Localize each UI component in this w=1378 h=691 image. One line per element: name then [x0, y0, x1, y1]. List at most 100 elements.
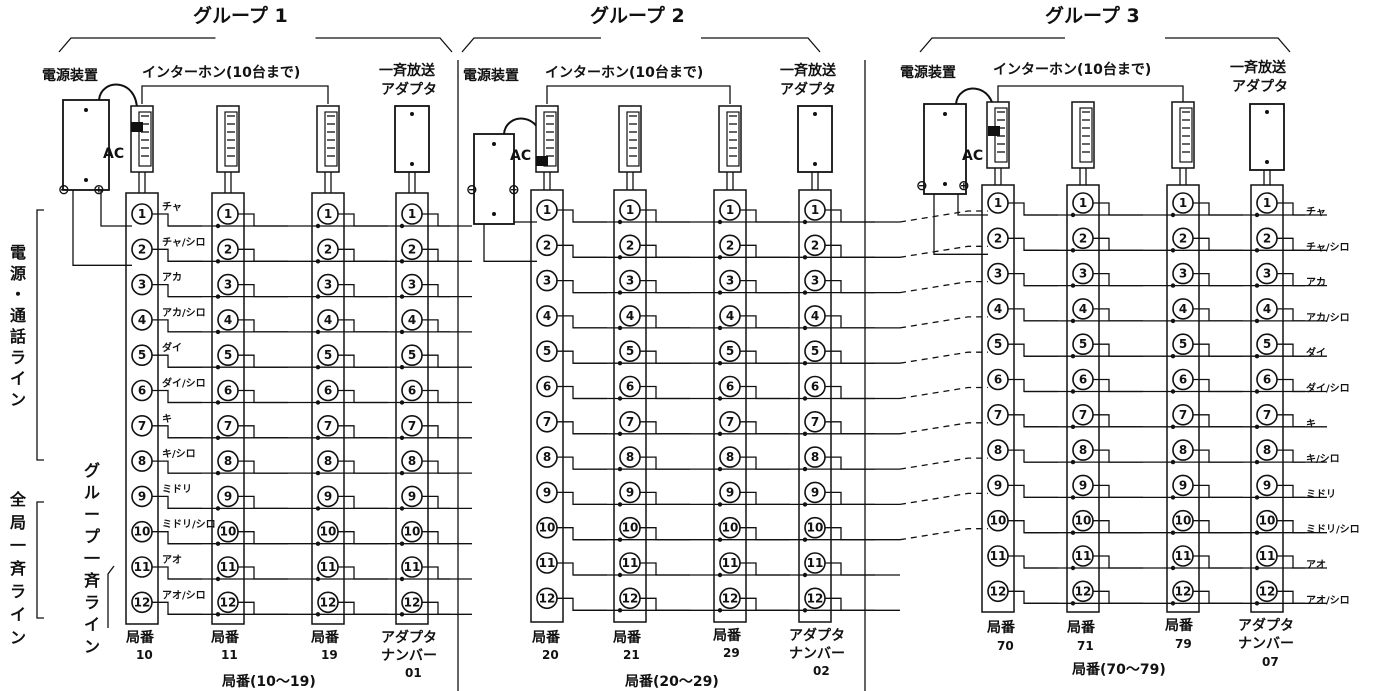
g3-bus-2-node-3 — [1254, 248, 1260, 253]
g1-col4-terminal-label-9: 9 — [408, 489, 416, 503]
g2-psu-screw-bottom — [492, 212, 496, 216]
g1-col4-jumper-6 — [422, 389, 472, 404]
g1-col1-jumper-12 — [152, 601, 202, 615]
g2-col4-jumper-4 — [825, 315, 875, 329]
g3-bus-10-node-2 — [1170, 530, 1176, 535]
g2-bus-3-node-2 — [717, 290, 723, 295]
g3-col1-terminal-label-7: 7 — [994, 408, 1002, 422]
g3-bus-10-node-1 — [1070, 530, 1076, 535]
g3-col4-jumper-8 — [1277, 449, 1327, 463]
g3-col4-terminal-4 — [1256, 298, 1278, 320]
g3-bus-6-node-1 — [1070, 389, 1076, 394]
g1-col4-terminal-2 — [401, 238, 423, 261]
g2-col2-terminal-5 — [619, 340, 641, 363]
g3-col4-terminal-label-7: 7 — [1263, 408, 1271, 422]
g3-col3-jumper-2 — [1193, 237, 1243, 251]
g1-psu-screw-top — [84, 108, 88, 112]
g2-bus-7-node-2 — [717, 431, 723, 436]
g1-wire-color-2: チャ/シロ — [162, 236, 206, 248]
g1-col3-terminal-9 — [317, 485, 339, 508]
g2-col1-jumper-2 — [557, 244, 607, 258]
side-label-group-all-char-2: ル — [84, 483, 100, 502]
g1-col2-terminal-2 — [217, 238, 239, 261]
side-label-group-all-char-6: 斉 — [84, 571, 100, 590]
g3-power-supply — [923, 103, 967, 195]
g2-col2-jumper-4 — [640, 315, 690, 329]
g3-col2-terminal-label-4: 4 — [1079, 302, 1087, 316]
g1-col3-jumper-9 — [338, 495, 388, 510]
g2-col4-jumper-7 — [825, 421, 875, 435]
g2-adapter-screw-top — [813, 112, 817, 116]
g1-col4-terminal-8 — [401, 450, 423, 472]
g1-range-label: 局番(10〜19) — [222, 673, 316, 690]
g3-col1-jumper-4 — [1008, 308, 1058, 322]
group-3-bracket-left — [919, 37, 1065, 53]
g1-psu-minus-lead — [72, 190, 132, 266]
g1-bus-7-node-2 — [315, 435, 321, 440]
g2-col1-terminal-11 — [536, 552, 558, 574]
g1-col1-terminal-label-4: 4 — [138, 313, 146, 327]
g2-col2-jumper-5 — [640, 350, 690, 364]
g3-col3-jumper-7 — [1193, 414, 1243, 428]
g2-col2-jumper-6 — [640, 385, 690, 400]
side-label-all-station-char-2: 局 — [10, 513, 26, 532]
group-1-power-label: 電源装置 — [42, 67, 98, 84]
side-label-all-station-char-1: 全 — [9, 490, 27, 509]
g2-bus-8-node-3 — [802, 466, 808, 472]
g2-col2-jumper-3 — [640, 279, 690, 294]
g2-col4-terminal-label-2: 2 — [811, 238, 819, 252]
g3-bus-6-node-2 — [1170, 389, 1176, 394]
side-bracket-all-station — [36, 501, 44, 619]
g1-col4-terminal-7 — [401, 414, 423, 437]
g3-col2-terminal-5 — [1072, 333, 1094, 356]
g2-col3-terminal-label-12: 12 — [722, 591, 739, 605]
g3-psu-screw-top — [943, 112, 947, 116]
g3-col4-jumper-1 — [1277, 202, 1327, 216]
g2-col4-jumper-9 — [825, 491, 875, 506]
g1-col4-terminal-label-4: 4 — [408, 313, 416, 327]
g1-col1-jumper-1 — [152, 213, 202, 227]
g1-bus-4-node-1 — [215, 329, 221, 335]
g2-bus-4-node-3 — [802, 325, 808, 331]
g3-col1-terminal-label-5: 5 — [994, 337, 1002, 351]
g2-col4-terminal-label-1: 1 — [811, 203, 819, 217]
g1-col4-terminal-label-10: 10 — [404, 525, 421, 539]
g2-bus-10-node-2 — [717, 537, 723, 542]
g1-col3-terminal-label-11: 11 — [320, 560, 337, 574]
g2-bus-6-node-2 — [717, 396, 723, 401]
g1-station-2-label: 局番 — [211, 629, 240, 646]
g3-bus-8-node-1 — [1070, 459, 1076, 465]
g2-col4-terminal-12 — [804, 587, 826, 610]
group-2-ac-label: AC — [510, 148, 531, 164]
g1-bus-6-node-1 — [215, 400, 221, 405]
g3-bus-5-node-3 — [1254, 354, 1260, 359]
g3-col1-terminal-1 — [987, 192, 1009, 214]
g3-col4-jumper-11 — [1277, 555, 1327, 569]
g3-col1-jumper-5 — [1008, 343, 1058, 357]
group-1-bracket-right — [315, 37, 453, 53]
side-label-group-all-char-1: グ — [84, 461, 100, 480]
group-2-bracket-left — [461, 37, 601, 53]
g3-col4-terminal-5 — [1256, 333, 1278, 356]
g2-power-supply — [473, 133, 515, 225]
g2-col2-terminal-10 — [619, 516, 641, 539]
g1-col3-jumper-2 — [338, 248, 388, 262]
g3-col1-jumper-11 — [1008, 555, 1058, 569]
side-label-group-all-char-7: ラ — [84, 593, 100, 612]
g3-col4-terminal-3 — [1256, 262, 1278, 285]
g3-col2-terminal-label-5: 5 — [1079, 337, 1087, 351]
g2-col4-terminal-label-11: 11 — [807, 556, 824, 570]
device-layer: 1234567891011121234567891011121234567891… — [62, 99, 1360, 625]
g3-col1-jumper-3 — [1008, 272, 1058, 287]
group-3-plus-mark: ⊕ — [958, 178, 970, 194]
g1-col2-jumper-3 — [238, 283, 288, 298]
g3-bus-12-node-2 — [1170, 601, 1176, 606]
g2-col2-terminal-label-9: 9 — [626, 485, 634, 499]
g1-col3-terminal-label-10: 10 — [320, 525, 337, 539]
g2-col2-terminal-1 — [619, 199, 641, 221]
g2-col3-jumper-1 — [740, 209, 790, 223]
g1-col1-terminal-label-12: 12 — [134, 595, 151, 609]
g2-col2-jumper-9 — [640, 491, 690, 506]
g3-bus-8-node-2 — [1170, 459, 1176, 465]
g3-station-2-number: 71 — [1077, 639, 1094, 653]
